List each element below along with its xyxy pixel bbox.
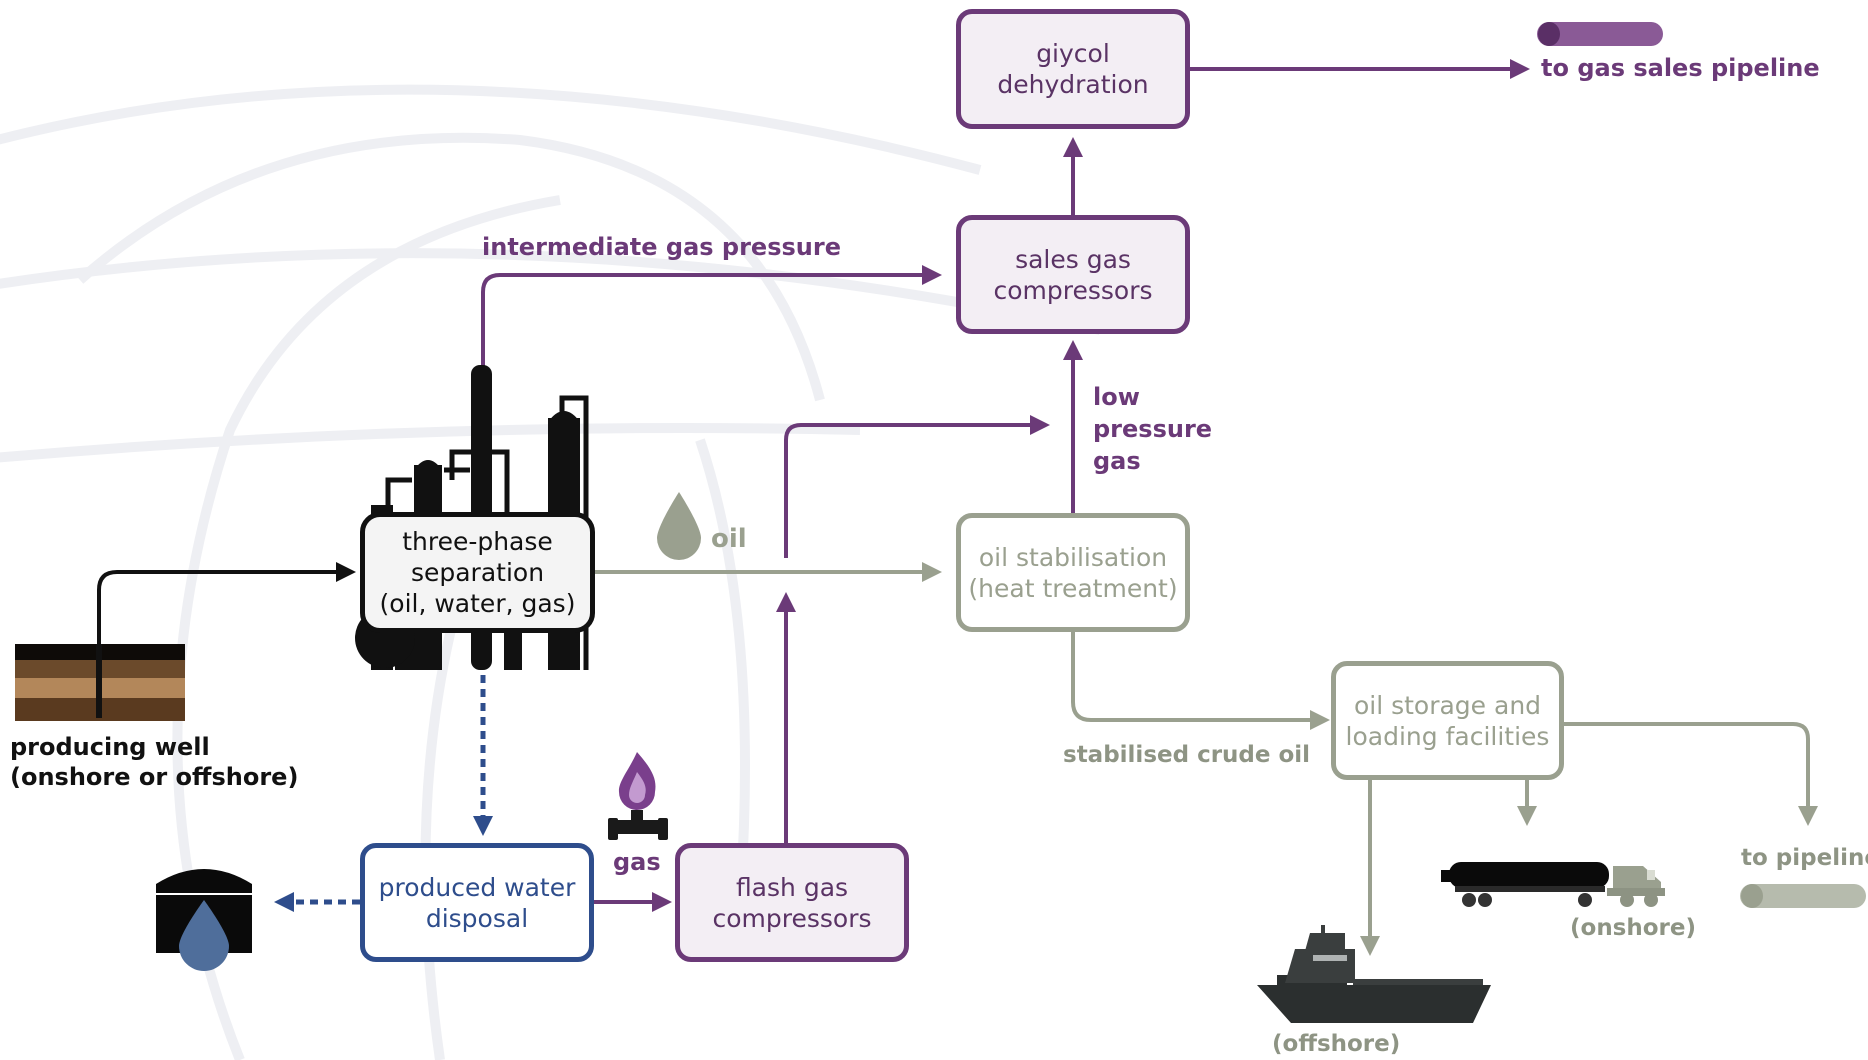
box-line: loading facilities [1345, 721, 1550, 751]
arrow-separation-to-sales-compressors [481, 273, 922, 368]
to-gas-sales-pipeline-label: to gas sales pipeline [1541, 54, 1820, 82]
arrowhead-flash-gas-to-low-pressure [1030, 415, 1050, 435]
flash-gas-compressors-box: flash gas compressors [675, 843, 909, 962]
box-line: oil storage and [1353, 690, 1542, 720]
arrowhead-glycol-to-sales-pipeline [1510, 59, 1530, 79]
arrowhead-stabilised-crude [1310, 710, 1330, 730]
arrowhead-to-water [473, 816, 493, 836]
gas-pipeline-icon [1537, 22, 1663, 46]
producing-well-line: (onshore or offshore) [10, 763, 299, 791]
gas-label: gas [613, 848, 661, 876]
arrowhead-low-pressure-gas [1063, 340, 1083, 360]
box-line: (heat treatment) [968, 573, 1178, 603]
box-line: (oil, water, gas) [379, 589, 576, 618]
low-pressure-gas-line: pressure [1093, 415, 1213, 443]
box-line: produced water [378, 872, 576, 902]
arrowhead-intermediate-gas [922, 265, 942, 285]
onshore-label: (onshore) [1570, 915, 1697, 941]
producing-well-label: producing well (onshore or offshore) [10, 732, 298, 792]
arrow-stabilisation-to-storage [1071, 631, 1310, 722]
arrowhead-water-to-flash-gas [652, 892, 672, 912]
low-pressure-gas-line: gas [1093, 447, 1141, 475]
box-line: separation [410, 558, 545, 587]
low-pressure-gas-label: low pressure gas [1093, 381, 1212, 477]
arrowhead-sales-to-glycol [1063, 137, 1083, 157]
gas-flame-icon [608, 752, 668, 840]
box-line: three-phase [402, 527, 553, 556]
intermediate-gas-pressure-label: intermediate gas pressure [482, 233, 841, 261]
box-line: giycol [1036, 39, 1110, 68]
arrow-flash-gas-to-low-pressure [784, 423, 1030, 558]
box-line: dehydration [997, 70, 1149, 99]
producing-well-line: producing well [10, 733, 210, 761]
to-pipeline-label: to pipeline [1741, 845, 1868, 871]
oil-drop-icon [657, 492, 701, 560]
tanker-truck-icon [1441, 862, 1665, 907]
sales-gas-compressors-box: sales gas compressors [956, 215, 1190, 334]
offshore-label: (offshore) [1272, 1031, 1401, 1057]
arrowhead-to-ship [1360, 936, 1380, 956]
box-line: compressors [993, 275, 1153, 305]
low-pressure-gas-line: low [1093, 383, 1140, 411]
oil-label: oil [711, 524, 747, 554]
arrowhead-to-pipeline [1798, 806, 1818, 826]
supply-ship-icon [1257, 925, 1491, 1023]
oil-storage-box: oil storage and loading facilities [1331, 661, 1564, 780]
arrowhead-flash-gas-up [776, 592, 796, 612]
box-line: disposal [425, 903, 529, 933]
arrowhead-to-tank [274, 892, 294, 912]
box-line: sales gas [1015, 244, 1131, 274]
stabilised-crude-oil-label: stabilised crude oil [1063, 742, 1311, 768]
glycol-dehydration-box: giycol dehydration [956, 9, 1190, 129]
arrowhead-to-truck [1517, 806, 1537, 826]
box-line: oil stabilisation [978, 542, 1168, 572]
oil-stabilisation-box: oil stabilisation (heat treatment) [956, 513, 1190, 632]
arrowhead-oil [922, 562, 942, 582]
box-line: flash gas [735, 872, 849, 902]
arrow-storage-to-pipeline [1562, 722, 1810, 808]
arrowhead-well-to-separation [336, 562, 356, 582]
oil-pipeline-icon [1740, 884, 1866, 908]
produced-water-disposal-box: produced water disposal [360, 843, 594, 962]
water-tank-icon [156, 869, 252, 971]
box-line: compressors [712, 903, 872, 933]
three-phase-separation-box: three-phase separation (oil, water, gas) [360, 512, 595, 633]
arrow-well-to-separation [97, 570, 336, 718]
well-strata-icon [15, 644, 185, 721]
